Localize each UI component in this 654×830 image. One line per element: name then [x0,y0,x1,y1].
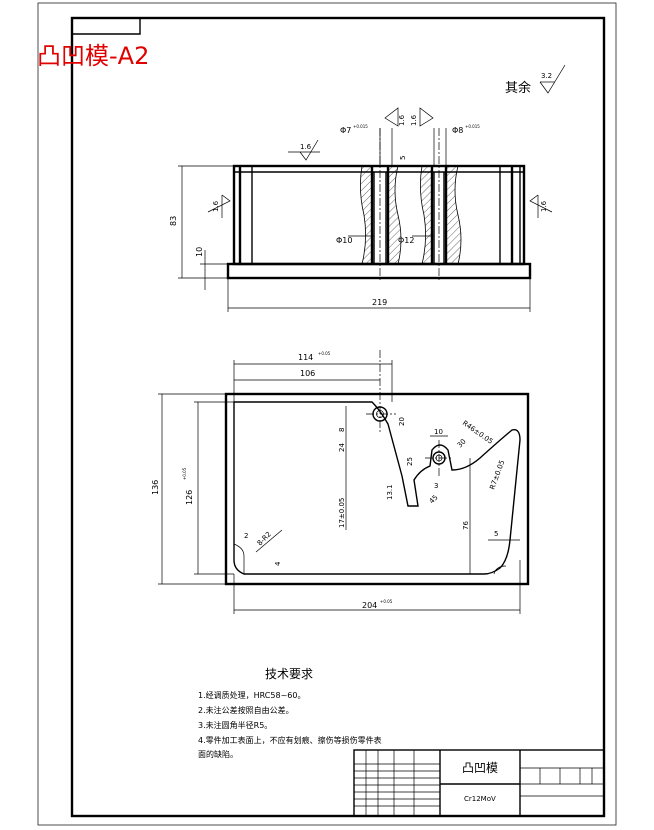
tech-req-heading: 技术要求 [265,667,313,681]
svg-text:+0.05: +0.05 [380,599,393,604]
svg-text:1.6: 1.6 [540,200,548,212]
svg-text:4: 4 [274,561,282,566]
svg-text:106: 106 [300,369,315,378]
svg-text:136: 136 [151,480,160,495]
svg-text:20: 20 [398,417,406,426]
svg-text:83: 83 [169,216,178,226]
svg-text:3: 3 [434,482,438,490]
svg-text:30: 30 [456,437,468,449]
roughness-icon-top: 1.6 [288,139,320,161]
svg-text:3.2: 3.2 [541,72,552,80]
svg-text:76: 76 [462,521,470,530]
svg-text:219: 219 [372,298,387,307]
svg-text:10: 10 [434,428,443,436]
material: Cr12MoV [464,795,496,803]
sheet-outer-border [37,2,617,826]
svg-text:+0.05: +0.05 [182,467,187,480]
svg-text:1.6: 1.6 [398,114,406,126]
svg-text:Φ7: Φ7 [340,126,351,135]
svg-text:Φ8: Φ8 [452,126,463,135]
svg-text:1.6: 1.6 [300,143,312,151]
svg-text:1.6: 1.6 [410,114,418,126]
svg-text:114: 114 [298,353,313,362]
svg-text:R7±0.05: R7±0.05 [488,459,506,491]
drawing-title: 凸凹模-A2 [37,42,149,70]
svg-text:Φ10: Φ10 [336,236,352,245]
svg-text:126: 126 [185,490,194,505]
tech-req-item: 面的缺陷。 [198,749,238,759]
svg-text:8: 8 [338,428,346,432]
tech-req-item: 3.未注圆角半径R5。 [198,720,272,730]
svg-text:10: 10 [195,247,204,257]
svg-text:204: 204 [362,601,377,610]
part-name: 凸凹模 [462,761,498,775]
svg-text:+0.015: +0.015 [353,124,368,129]
title-block: 凸凹模 Cr12MoV [353,749,605,817]
drawing-frame [70,16,606,818]
svg-text:5: 5 [399,156,407,160]
svg-text:1.6: 1.6 [212,200,220,212]
roughness-icon-right: 1.6 [529,194,553,218]
svg-text:+0.05: +0.05 [318,351,331,356]
svg-text:2: 2 [244,532,248,540]
svg-text:25: 25 [406,457,414,466]
technical-requirements: 技术要求 1.经调质处理，HRC58~60。 2.未注公差按照自由公差。 3.未… [198,667,382,759]
tech-req-item: 2.未注公差按照自由公差。 [198,705,294,715]
svg-text:Φ12: Φ12 [398,236,414,245]
svg-text:5: 5 [494,530,498,538]
svg-text:13.1: 13.1 [386,484,394,500]
roughness-icon-holes: 1.6 1.6 [384,107,434,127]
roughness-icon-left: 1.6 [207,194,231,218]
roughness-rest-icon: 3.2 [539,64,566,94]
roughness-rest-label: 其余 [505,80,531,96]
top-view: 136 126 +0.05 204 +0.05 114 +0.05 106 20… [151,350,530,614]
svg-text:17±0.05: 17±0.05 [338,498,346,528]
tech-req-item: 1.经调质处理，HRC58~60。 [198,690,305,700]
svg-text:+0.015: +0.015 [465,124,480,129]
svg-text:45: 45 [428,493,440,505]
tech-req-item: 4.零件加工表面上，不应有划痕、擦伤等损伤零件表 [198,735,382,745]
front-view: 83 10 219 Φ7 +0.015 Φ8 +0.015 5 Φ10 Φ12 … [169,107,553,312]
frame-tab [72,18,141,35]
svg-text:24: 24 [338,443,346,452]
